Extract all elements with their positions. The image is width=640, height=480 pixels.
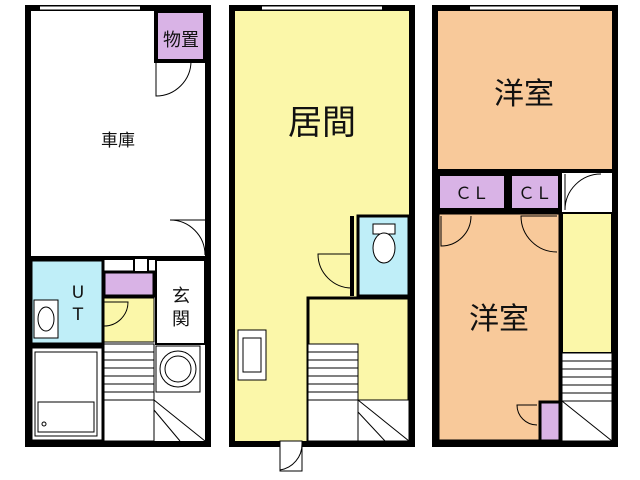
storage-label: 物置: [163, 30, 199, 51]
western-room-bottom-label: 洋室: [469, 302, 529, 337]
storage-room: [154, 9, 207, 63]
living-door-swing: [317, 253, 353, 289]
ut-label-t: T: [72, 305, 84, 325]
entrance-label-2: 関: [172, 309, 190, 330]
bathtub-inner: [37, 401, 95, 433]
hall-closet-notch: [133, 257, 149, 273]
hall-closet: [102, 270, 156, 298]
toilet-bowl: [372, 232, 396, 264]
floor-1: 物置 車庫 U T 玄 関: [25, 5, 211, 447]
western-bottom-door-swing-2: [520, 215, 558, 253]
western-top-door-swing: [564, 173, 602, 211]
floor-3-hall: [561, 212, 613, 354]
western-bottom-door-swing-1: [440, 215, 472, 247]
floor-2: 居間: [229, 5, 415, 472]
garage-label: 車庫: [101, 131, 135, 151]
floor-3-small-closet: [538, 400, 562, 443]
western-room-top-label: 洋室: [494, 77, 554, 112]
floor-3: 洋室 ＣＬ ＣＬ 洋室: [432, 5, 618, 447]
floor-2-bottom-door-swing: [279, 443, 303, 471]
kitchen-sink: [242, 337, 262, 373]
washing-machine: [155, 345, 201, 393]
closet-left-label: ＣＬ: [455, 184, 489, 204]
washing-machine-drum-inner: [164, 355, 192, 383]
floor-2-stairs: [307, 343, 410, 442]
western-room-top: [438, 11, 612, 171]
bathtub-drain: [41, 421, 47, 427]
closet-right-label: ＣＬ: [518, 184, 552, 204]
bathtub: [34, 351, 98, 437]
closet-left: [436, 172, 508, 212]
floor-3-stairs: [561, 352, 613, 442]
entrance-label-1: 玄: [172, 286, 190, 307]
hall-door-swing: [103, 301, 129, 327]
garage-door-swing: [169, 219, 206, 256]
washbasin-bowl: [37, 306, 55, 332]
storage-door-swing: [155, 60, 192, 97]
floor-3-small-closet-door-swing: [516, 404, 538, 426]
ut-label-u: U: [72, 283, 84, 303]
washing-machine-drum: [159, 350, 197, 388]
floor-2-bottom-door: [279, 440, 303, 472]
floor-1-hall: [103, 297, 155, 343]
entrance-room: [155, 259, 206, 345]
closet-right: [508, 172, 562, 212]
bathroom: [29, 345, 105, 443]
living-label: 居間: [288, 103, 356, 143]
floor-1-stairs: [103, 343, 206, 442]
